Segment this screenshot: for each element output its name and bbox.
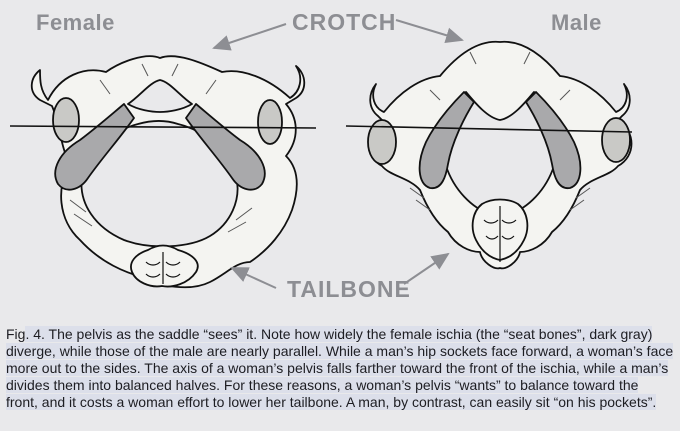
tailbone-arrow-to-male xyxy=(403,252,450,285)
pelvis-figure: Female Male CROTCH TAILBONE xyxy=(9,9,633,302)
female-sacrum xyxy=(130,244,199,288)
figure-caption: Fig. 4. The pelvis as the saddle “sees” … xyxy=(6,326,674,411)
crotch-arrow-to-female xyxy=(212,23,287,51)
tailbone-arrow-to-female xyxy=(230,267,277,289)
male-right-hip-socket xyxy=(601,117,631,163)
male-pelvis xyxy=(367,40,633,270)
female-pelvis xyxy=(30,55,306,289)
crotch-label: CROTCH xyxy=(292,9,397,35)
female-right-ischium xyxy=(185,103,266,191)
female-left-hip-socket xyxy=(52,97,80,143)
male-right-ischium xyxy=(525,91,582,189)
male-label: Male xyxy=(551,10,602,35)
female-axis-line xyxy=(9,125,317,129)
crotch-arrow-to-male xyxy=(395,19,464,44)
female-right-hip-socket xyxy=(257,99,283,145)
female-label: Female xyxy=(36,10,115,35)
pelvis-illustration xyxy=(9,19,633,289)
female-pubic-arch xyxy=(127,79,193,113)
male-axis-line xyxy=(345,125,633,133)
tailbone-label: TAILBONE xyxy=(287,276,411,302)
male-left-hip-socket xyxy=(367,119,397,165)
female-left-ischium xyxy=(54,103,135,191)
caption-prefix: Fig xyxy=(6,326,26,342)
caption-text: . 4. The pelvis as the saddle “sees” it.… xyxy=(6,326,674,410)
